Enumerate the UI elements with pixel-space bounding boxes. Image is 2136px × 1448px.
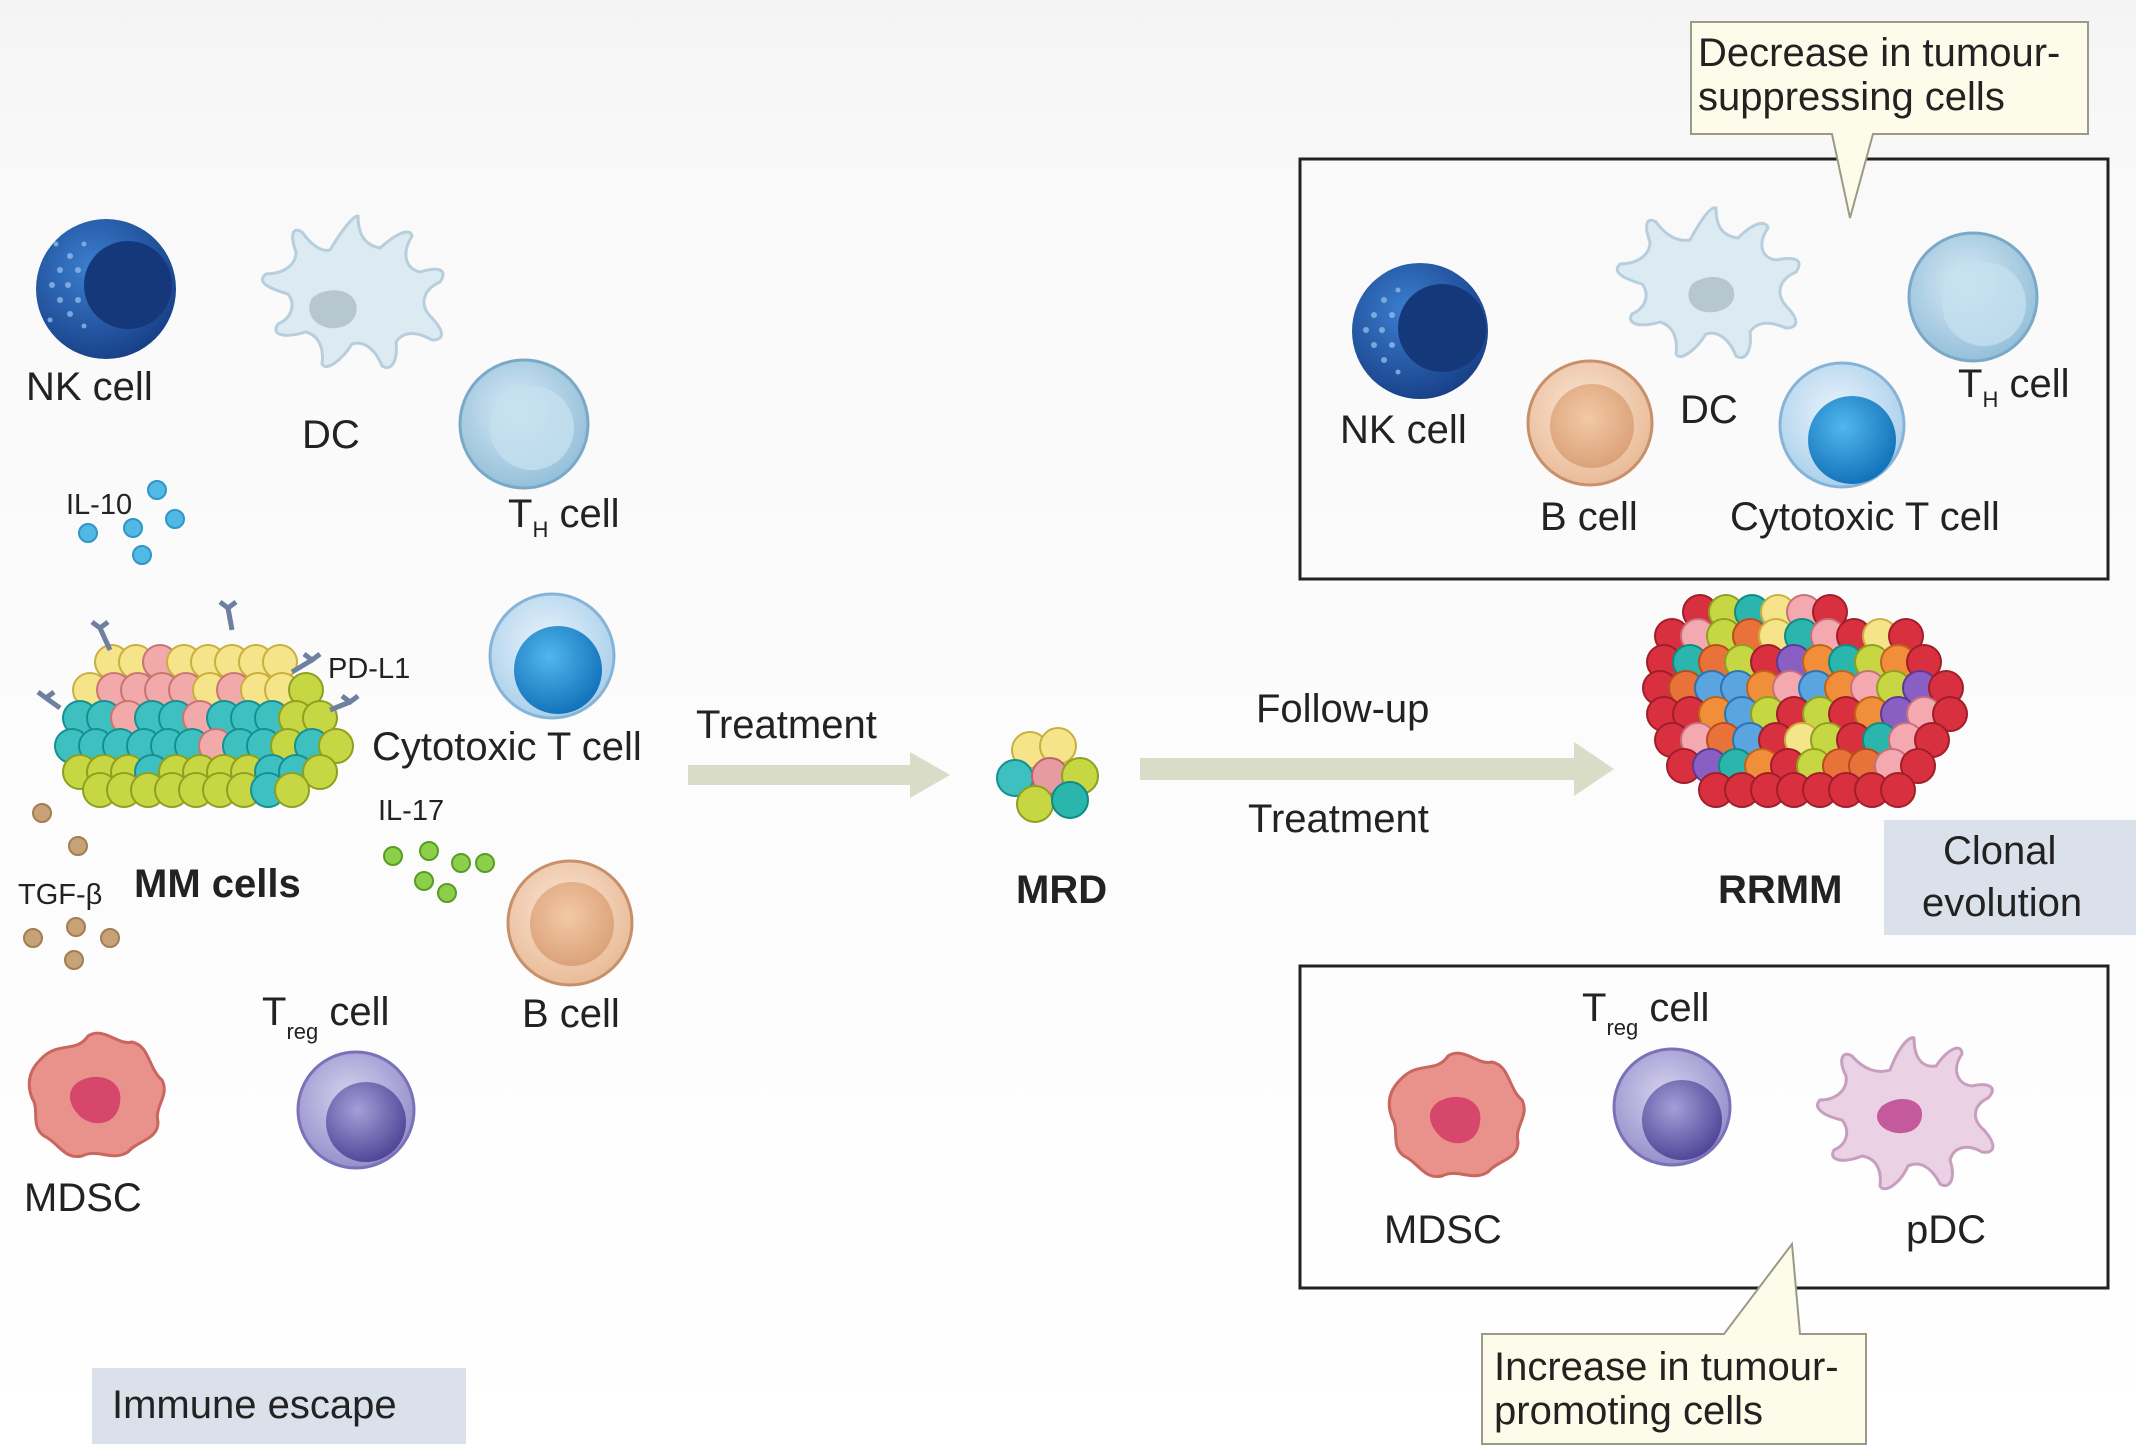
tumour-suppressing-box bbox=[1298, 157, 2110, 581]
follow-up-arrow bbox=[1140, 742, 1614, 796]
pd-l1-receptor bbox=[36, 690, 62, 711]
decrease-callout-line-1: Decrease in tumour- bbox=[1698, 31, 2060, 75]
immune-escape-box bbox=[92, 1368, 466, 1444]
dendritic-cell-icon-box bbox=[1615, 206, 1801, 359]
nk-cell-label-box: NK cell bbox=[1340, 408, 1467, 452]
mdsc-label-box: MDSC bbox=[1384, 1208, 1502, 1252]
cluster-cell bbox=[318, 728, 354, 764]
il10-dots bbox=[78, 480, 185, 565]
mdsc-label: MDSC bbox=[24, 1176, 142, 1220]
dc-label: DC bbox=[302, 413, 360, 457]
b-cell-label: B cell bbox=[522, 992, 620, 1036]
il17-dots bbox=[383, 841, 495, 903]
follow-up-label: Follow-up bbox=[1256, 687, 1429, 731]
cluster-cell bbox=[1900, 748, 1936, 784]
increase-callout bbox=[1481, 1241, 1867, 1445]
th-cell-label-box: TH cell bbox=[1958, 362, 2069, 412]
dendritic-cell-icon bbox=[260, 214, 445, 369]
b-cell-icon bbox=[506, 859, 634, 987]
pd-l1-label: PD-L1 bbox=[328, 653, 410, 685]
cytotoxic-t-cell-label: Cytotoxic T cell bbox=[372, 725, 642, 769]
b-cell-label-box: B cell bbox=[1540, 495, 1638, 539]
rrmm-label: RRMM bbox=[1718, 868, 1842, 912]
cluster-cell bbox=[302, 754, 338, 790]
nk-cell-icon-box bbox=[1352, 263, 1488, 399]
pd-l1-receptor bbox=[218, 600, 238, 631]
cytotoxic-t-cell-icon bbox=[488, 592, 616, 720]
pdc-label: pDC bbox=[1906, 1208, 1986, 1252]
treatment-label: Treatment bbox=[696, 703, 877, 747]
pd-l1-receptor bbox=[329, 694, 360, 713]
nk-cell-icon bbox=[36, 219, 176, 359]
treg-cell-label-box: Treg cell bbox=[1582, 986, 1709, 1040]
cluster-cell bbox=[1932, 696, 1968, 732]
tgf-beta-label: TGF-β bbox=[18, 879, 102, 911]
il17-label: IL-17 bbox=[378, 795, 444, 827]
th-cell-label: TH cell bbox=[508, 492, 619, 542]
clonal-evolution-box bbox=[1884, 820, 2136, 935]
pdc-icon bbox=[1816, 1036, 1995, 1191]
cluster-cell bbox=[274, 772, 310, 808]
clonal-evolution-label-1: Clonal bbox=[1943, 829, 2056, 873]
increase-callout-line-2: promoting cells bbox=[1494, 1389, 1763, 1433]
cluster-cell bbox=[1880, 772, 1916, 808]
clonal-evolution-label-2: evolution bbox=[1922, 881, 2082, 925]
il10-label: IL-10 bbox=[66, 489, 132, 521]
dc-label-box: DC bbox=[1680, 388, 1738, 432]
increase-callout-line-1: Increase in tumour- bbox=[1494, 1345, 1839, 1389]
treg-cell-label: Treg cell bbox=[262, 990, 389, 1044]
treatment-2-label: Treatment bbox=[1248, 797, 1429, 841]
b-cell-icon-box bbox=[1526, 359, 1654, 487]
tgf-beta-dots bbox=[23, 803, 120, 970]
mrd-label: MRD bbox=[1016, 868, 1107, 912]
mrd-cluster bbox=[996, 727, 1099, 823]
mm-cells-cluster bbox=[36, 600, 360, 808]
nk-cell-label: NK cell bbox=[26, 365, 153, 409]
pd-l1-receptor bbox=[290, 652, 322, 675]
treg-cell-icon-box bbox=[1612, 1047, 1732, 1167]
mm-cells-label: MM cells bbox=[134, 862, 301, 906]
mdsc-icon bbox=[27, 1031, 166, 1159]
mdsc-icon-box bbox=[1387, 1051, 1526, 1179]
tumour-promoting-box bbox=[1298, 964, 2110, 1290]
pd-l1-receptor bbox=[90, 620, 113, 652]
treg-cell-icon bbox=[296, 1050, 416, 1170]
th-cell-icon bbox=[458, 358, 590, 490]
rrmm-cluster bbox=[1642, 594, 1968, 808]
decrease-callout-line-2: suppressing cells bbox=[1698, 75, 2005, 119]
cytotoxic-t-cell-label-box: Cytotoxic T cell bbox=[1730, 495, 2000, 539]
decrease-callout bbox=[1690, 21, 2089, 219]
treatment-arrow bbox=[688, 752, 950, 798]
th-cell-icon-box bbox=[1907, 231, 2039, 363]
immune-escape-label: Immune escape bbox=[112, 1383, 397, 1427]
cytotoxic-t-cell-icon-box bbox=[1778, 361, 1906, 489]
